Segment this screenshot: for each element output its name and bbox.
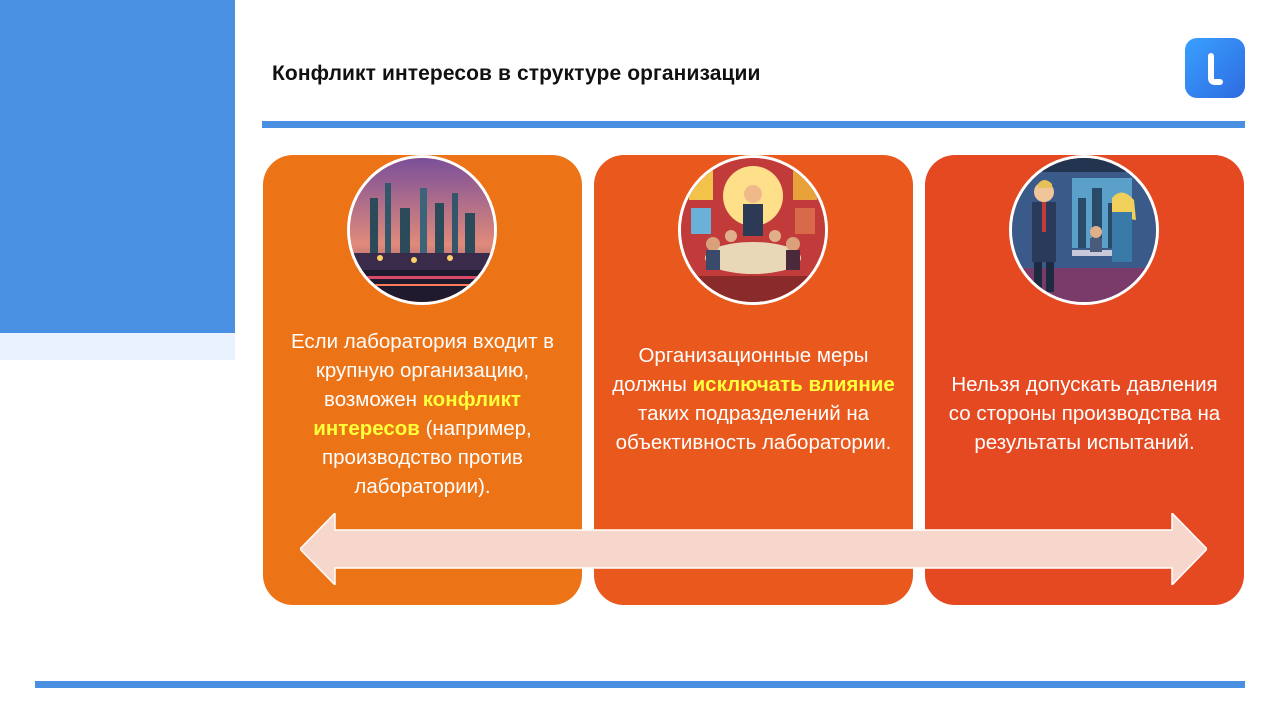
side-decor-strip — [0, 333, 235, 360]
card-measures: Организационные меры должны исключать вл… — [594, 155, 913, 605]
refinery-illustration-icon — [347, 155, 497, 305]
card-text: Если лаборатория входит в крупную органи… — [290, 330, 555, 498]
meeting-illustration-icon — [678, 155, 828, 305]
card-conflict: Если лаборатория входит в крупную органи… — [263, 155, 582, 605]
card-text: Организационные меры должны исключать вл… — [612, 344, 895, 454]
side-decor-block — [0, 0, 235, 333]
slide-title: Конфликт интересов в структуре организац… — [272, 62, 761, 85]
top-divider — [262, 121, 1245, 128]
card-text: Нельзя допускать давления со стороны про… — [948, 373, 1221, 454]
double-arrow-icon — [300, 513, 1207, 585]
brand-logo-icon — [1185, 38, 1245, 98]
bottom-divider — [35, 681, 1245, 688]
office-illustration-icon — [1009, 155, 1159, 305]
